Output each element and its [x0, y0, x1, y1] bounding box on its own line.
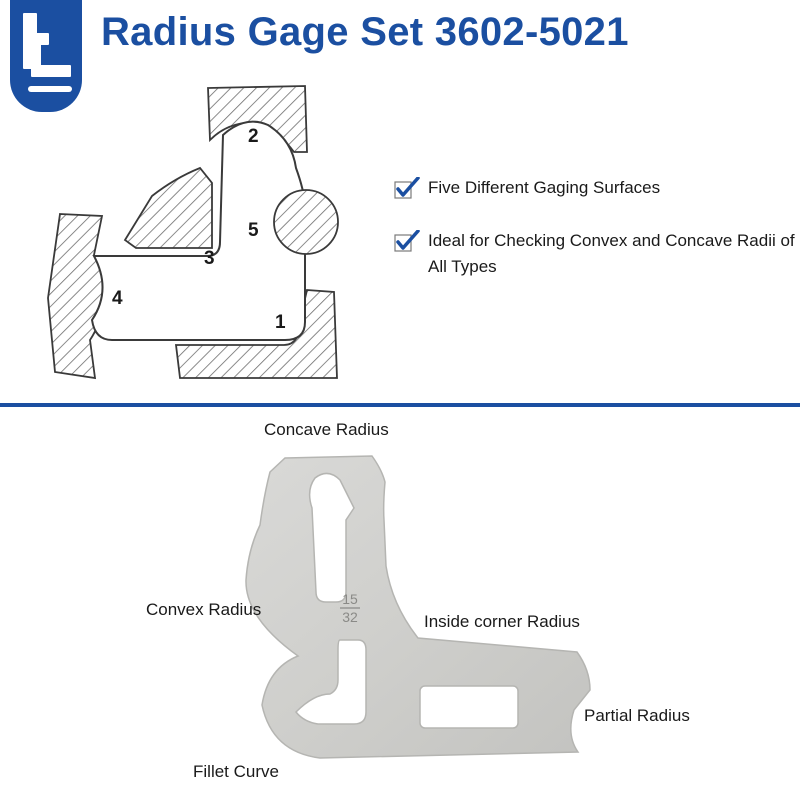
gage-outline — [90, 120, 306, 341]
feature-item: Ideal for Checking Convex and Concave Ra… — [394, 228, 800, 280]
convex-radius-label: Convex Radius — [146, 600, 262, 619]
round-workpiece — [273, 189, 339, 255]
gage-lower-slot — [294, 639, 367, 725]
inside-corner-radius-label: Inside corner Radius — [424, 612, 580, 631]
gage-right-slot — [419, 685, 519, 729]
gage-upper-slot — [308, 472, 355, 603]
checkmark-icon — [394, 177, 420, 199]
gage-size-numerator: 15 — [342, 591, 358, 607]
feature-text: Five Different Gaging Surfaces — [428, 178, 661, 197]
section-divider — [0, 403, 800, 407]
gage-size-denominator: 32 — [342, 609, 358, 625]
workpiece-diagonal-block — [123, 166, 213, 249]
surface-number-2: 2 — [248, 126, 259, 147]
checkmark-icon — [394, 230, 420, 252]
surface-number-1: 1 — [275, 312, 286, 333]
fillet-curve-label: Fillet Curve — [193, 762, 279, 781]
brand-logo — [10, 0, 82, 112]
surface-number-5: 5 — [248, 220, 259, 241]
feature-text: Ideal for Checking Convex and Concave Ra… — [428, 231, 795, 276]
feature-item: Five Different Gaging Surfaces — [394, 175, 800, 201]
page-title: Radius Gage Set 3602-5021 — [101, 10, 629, 54]
surface-number-3: 3 — [204, 248, 215, 269]
partial-radius-label: Partial Radius — [584, 706, 690, 725]
concave-radius-label: Concave Radius — [264, 420, 389, 439]
surface-number-4: 4 — [112, 288, 123, 309]
